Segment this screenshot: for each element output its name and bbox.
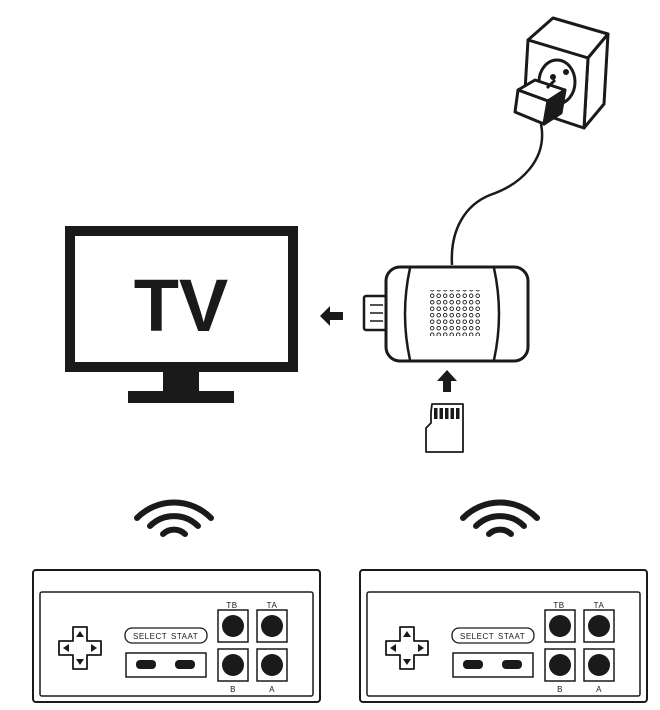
power-cable [450,123,544,266]
select-button[interactable] [136,660,156,669]
select-button[interactable] [463,660,483,669]
arrow-left-icon [320,306,343,326]
ta-label: TA [594,601,605,610]
b-label: B [557,685,563,694]
ta-button[interactable] [261,615,283,637]
hdmi-stick-icon [362,265,530,363]
microsd-card-icon [425,403,464,453]
select-label: SELECT [460,632,494,641]
dpad-icon [58,626,102,670]
tb-label: TB [226,601,237,610]
ta-button[interactable] [588,615,610,637]
a-label: A [269,685,275,694]
tv-icon: TV [65,226,298,403]
b-label: B [230,685,236,694]
wifi-icon [460,499,540,537]
start-label: STAAT [498,632,525,641]
arrow-up-icon [437,370,457,392]
b-button[interactable] [222,654,244,676]
b-button[interactable] [549,654,571,676]
power-plug-icon [513,78,567,126]
wifi-icon [134,499,214,537]
tb-button[interactable] [222,615,244,637]
tv-label: TV [134,264,229,347]
a-button[interactable] [588,654,610,676]
controller-1: SELECT STAAT TB TA B A [32,569,321,703]
start-label: STAAT [171,632,198,641]
tb-button[interactable] [549,615,571,637]
start-button[interactable] [175,660,195,669]
controller-2: SELECT STAAT TB TA B A [359,569,648,703]
a-button[interactable] [261,654,283,676]
a-label: A [596,685,602,694]
dpad-icon [385,626,429,670]
start-button[interactable] [502,660,522,669]
tb-label: TB [553,601,564,610]
select-label: SELECT [133,632,167,641]
ta-label: TA [267,601,278,610]
